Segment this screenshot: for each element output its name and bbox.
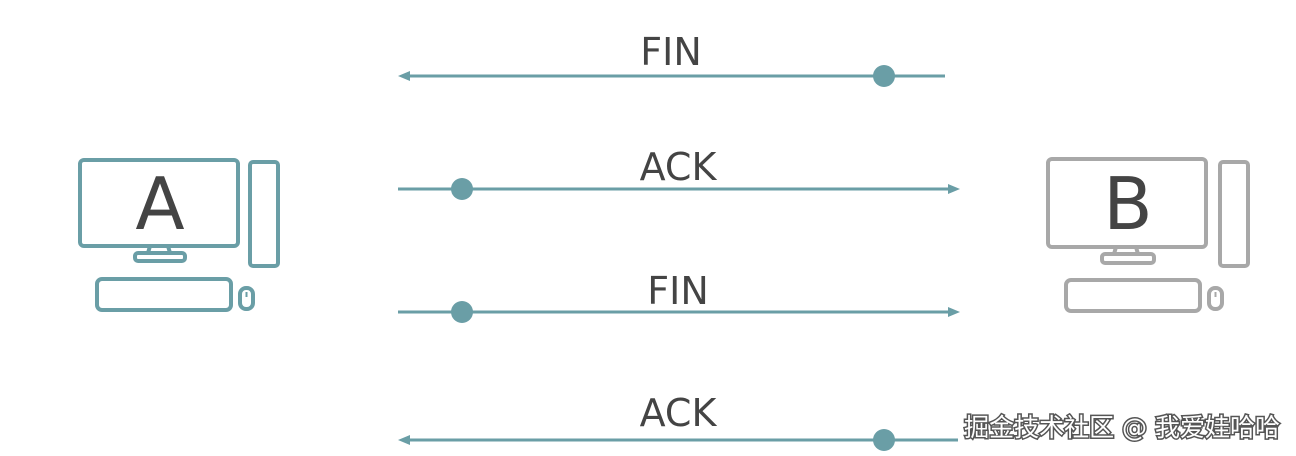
host-a-label: A bbox=[135, 162, 184, 246]
computer-icon bbox=[78, 158, 280, 312]
arrow-left-icon bbox=[398, 71, 410, 81]
message-label: ACK bbox=[640, 391, 718, 435]
message-ack-a-to-b: ACK bbox=[398, 145, 960, 200]
host-b-label: B bbox=[1103, 162, 1152, 246]
message-label: FIN bbox=[640, 30, 702, 74]
origin-dot bbox=[873, 429, 895, 451]
message-fin-a-to-b: FIN bbox=[398, 269, 960, 323]
origin-dot bbox=[451, 178, 473, 200]
watermark: 掘金技术社区 @ 我爱娃哈哈 bbox=[964, 413, 1280, 442]
message-fin-b-to-a: FIN bbox=[398, 30, 945, 87]
origin-dot bbox=[451, 301, 473, 323]
origin-dot bbox=[873, 65, 895, 87]
host-b: B bbox=[1046, 157, 1250, 313]
arrow-right-icon bbox=[948, 307, 960, 317]
message-ack-b-to-a: ACK bbox=[398, 391, 958, 451]
host-a: A bbox=[78, 158, 280, 312]
computer-icon bbox=[1046, 157, 1250, 313]
message-label: FIN bbox=[647, 269, 709, 313]
message-label: ACK bbox=[640, 145, 718, 189]
arrow-left-icon bbox=[398, 435, 410, 445]
arrow-right-icon bbox=[948, 184, 960, 194]
